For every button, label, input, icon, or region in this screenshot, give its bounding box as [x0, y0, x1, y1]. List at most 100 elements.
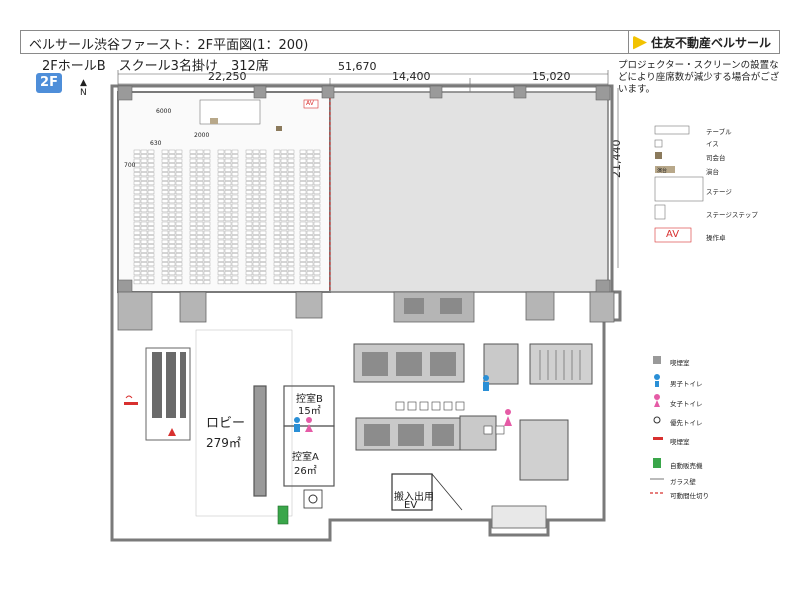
- seat: [147, 235, 155, 240]
- seat: [140, 275, 148, 280]
- seat: [245, 194, 253, 199]
- seat: [133, 163, 141, 168]
- seat: [189, 226, 197, 231]
- seat: [133, 244, 141, 249]
- seat: [217, 212, 225, 217]
- seat: [287, 203, 295, 208]
- seat: [217, 149, 225, 154]
- seat: [306, 275, 314, 280]
- seat: [189, 185, 197, 190]
- seat: [161, 190, 169, 195]
- seat: [252, 172, 260, 177]
- seat: [161, 266, 169, 271]
- seat: [299, 199, 307, 204]
- seat: [196, 154, 204, 159]
- seat: [273, 230, 281, 235]
- seat: [133, 217, 141, 222]
- seat: [280, 167, 288, 172]
- seat: [161, 248, 169, 253]
- seat: [306, 149, 314, 154]
- seat: [224, 212, 232, 217]
- seat: [231, 203, 239, 208]
- seat: [175, 199, 183, 204]
- seat: [147, 176, 155, 181]
- seat: [224, 199, 232, 204]
- seat: [299, 271, 307, 276]
- seat: [175, 262, 183, 267]
- seat: [306, 181, 314, 186]
- seat: [175, 253, 183, 258]
- seat: [224, 275, 232, 280]
- seat: [280, 226, 288, 231]
- seat: [217, 154, 225, 159]
- seat: [224, 230, 232, 235]
- stair-line: [431, 473, 463, 511]
- seat: [217, 226, 225, 231]
- escalator: [145, 347, 191, 441]
- seat: [280, 221, 288, 226]
- seat: [203, 212, 211, 217]
- seat: [245, 154, 253, 159]
- seat: [168, 199, 176, 204]
- seat: [168, 172, 176, 177]
- seat: [313, 221, 321, 226]
- seat: [245, 271, 253, 276]
- seat: [224, 248, 232, 253]
- seat: [175, 217, 183, 222]
- seat: [175, 167, 183, 172]
- seat: [224, 262, 232, 267]
- seat: [133, 262, 141, 267]
- seat: [161, 181, 169, 186]
- seat: [287, 235, 295, 240]
- seat: [280, 230, 288, 235]
- seat: [299, 212, 307, 217]
- seat: [161, 149, 169, 154]
- green-rooms: [253, 385, 335, 497]
- seat: [140, 181, 148, 186]
- seat: [168, 190, 176, 195]
- seat: [133, 167, 141, 172]
- legend-mens-toilet: 男子トイレ: [670, 380, 703, 388]
- seat: [133, 158, 141, 163]
- seat: [196, 217, 204, 222]
- seat: [133, 253, 141, 258]
- legend-lectern-tag: 演台: [657, 168, 668, 174]
- seat: [217, 185, 225, 190]
- seat: [252, 181, 260, 186]
- seat: [161, 167, 169, 172]
- seat: [259, 212, 267, 217]
- seat: [147, 208, 155, 213]
- seat: [217, 176, 225, 181]
- seat: [231, 262, 239, 267]
- seat: [273, 212, 281, 217]
- seat: [147, 226, 155, 231]
- seat: [313, 194, 321, 199]
- seat: [299, 154, 307, 159]
- seat: [175, 172, 183, 177]
- seat: [133, 239, 141, 244]
- seat: [273, 235, 281, 240]
- seat: [287, 266, 295, 271]
- seat: [299, 275, 307, 280]
- seat: [299, 190, 307, 195]
- seat: [147, 271, 155, 276]
- seat: [189, 163, 197, 168]
- seat: [245, 199, 253, 204]
- seat: [147, 217, 155, 222]
- seat: [259, 230, 267, 235]
- seat: [299, 172, 307, 177]
- seat: [306, 257, 314, 262]
- seat: [175, 190, 183, 195]
- seat: [306, 203, 314, 208]
- seat: [224, 266, 232, 271]
- seat: [196, 271, 204, 276]
- seat: [287, 244, 295, 249]
- legend-womens-toilet: 女子トイレ: [670, 400, 703, 408]
- seat: [140, 217, 148, 222]
- seat: [280, 194, 288, 199]
- seat: [280, 217, 288, 222]
- smoking-room-icon: [124, 395, 138, 405]
- seat: [259, 244, 267, 249]
- seat: [287, 226, 295, 231]
- seat: [168, 154, 176, 159]
